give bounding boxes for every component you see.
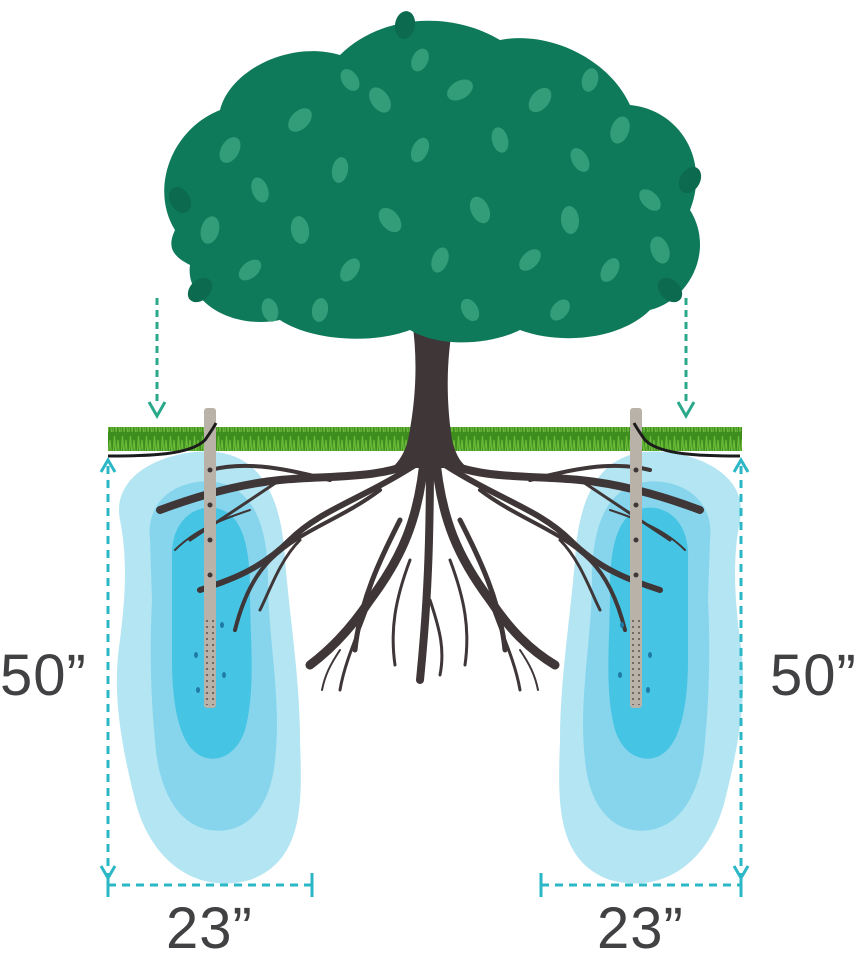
left-width-dimension-line [106,873,314,897]
right-width-label: 23” [597,896,684,961]
right-depth-label: 50” [770,643,857,708]
left-depth-dimension-line [99,457,117,881]
left-down-arrow-icon [147,298,167,420]
tree-icon [164,11,702,343]
right-width-dimension-line [539,873,743,897]
left-depth-label: 50” [0,643,87,708]
left-watering-stake-icon [107,408,226,708]
right-watering-stake-icon [618,408,741,708]
right-water-zone [559,451,744,884]
left-width-label: 23” [166,896,253,961]
right-down-arrow-icon [676,298,696,420]
tree-roots [156,445,704,692]
